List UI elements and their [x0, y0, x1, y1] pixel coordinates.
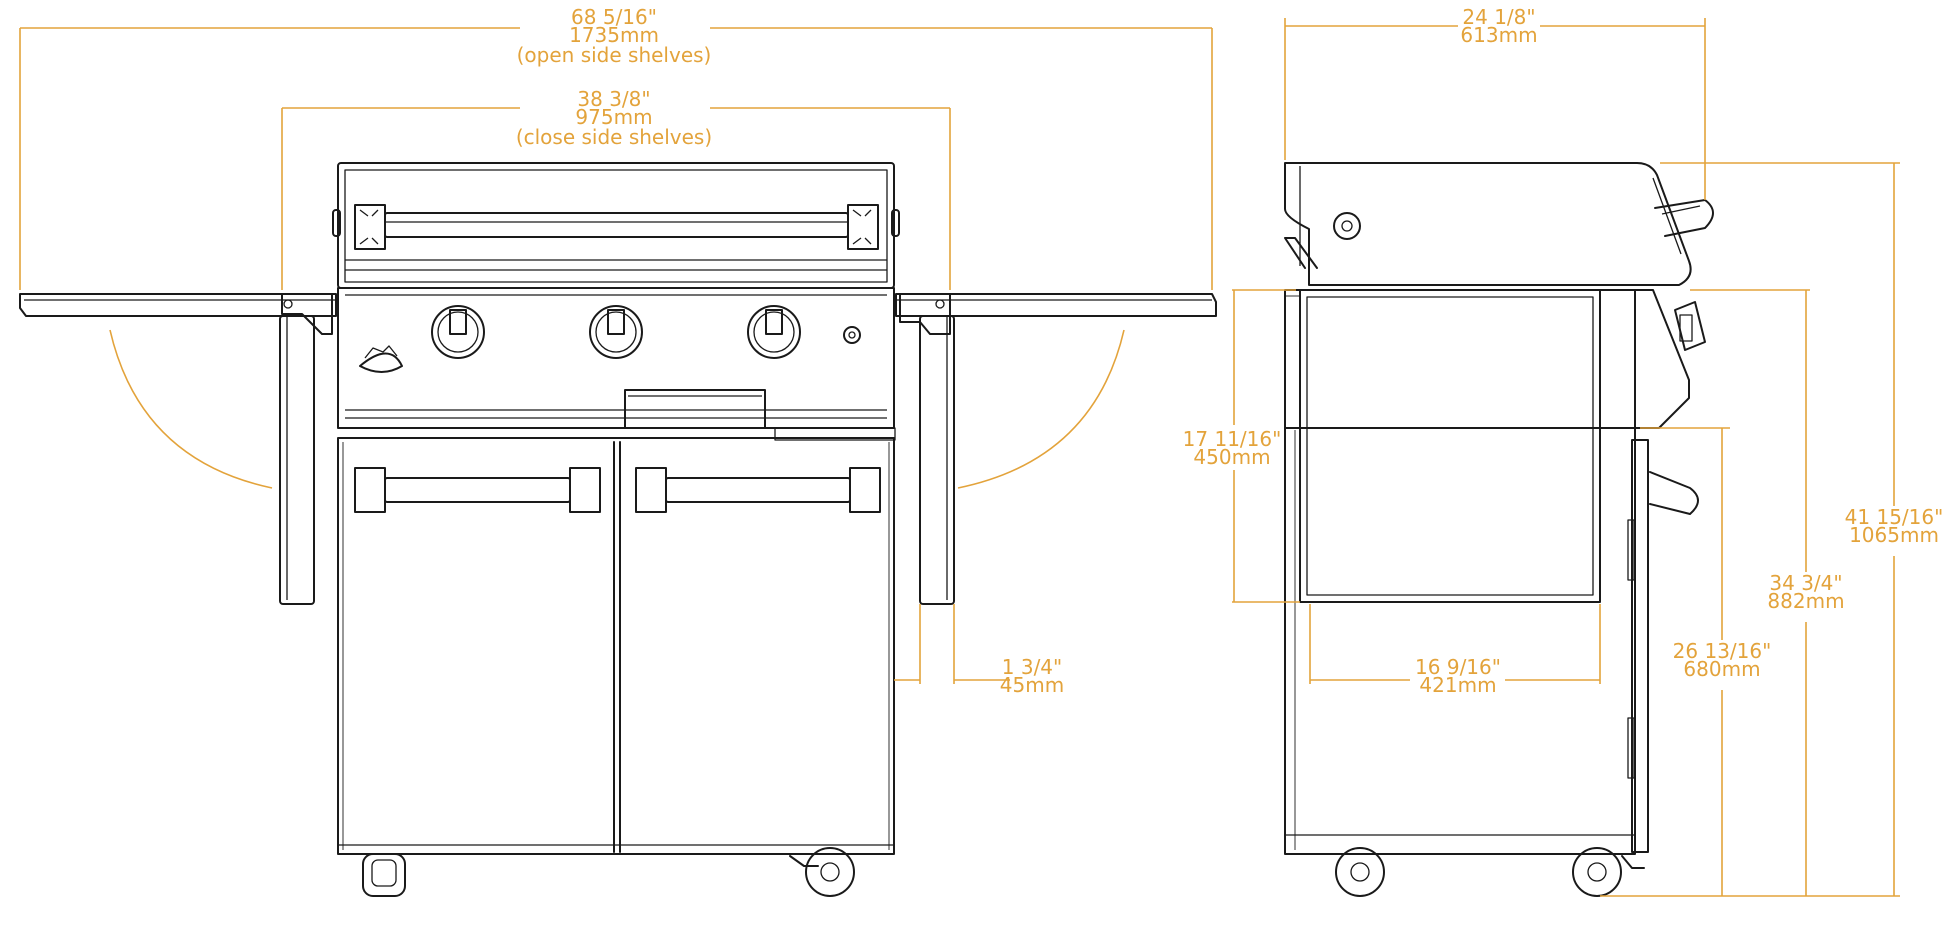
svg-text:680mm: 680mm — [1683, 657, 1760, 681]
cart-body — [337, 427, 896, 855]
svg-text:1065mm: 1065mm — [1849, 523, 1939, 547]
knob — [747, 305, 801, 359]
svg-text:34 3/4": 34 3/4" — [1769, 571, 1842, 595]
lid — [332, 162, 900, 289]
lid-handle — [354, 204, 879, 250]
svg-text:(open side shelves): (open side shelves) — [517, 43, 712, 67]
control-knobs — [431, 305, 801, 359]
svg-text:38 3/8": 38 3/8" — [577, 87, 650, 111]
front-casters — [362, 847, 855, 897]
dim-shelf-height: 17 11/16" 450mm — [1183, 427, 1282, 469]
dimension-labels: 68 5/16" 1735mm (open side shelves) 38 3… — [516, 5, 1943, 697]
svg-text:450mm: 450mm — [1193, 445, 1270, 469]
svg-text:68 5/16": 68 5/16" — [571, 5, 657, 29]
cart-door-handles — [354, 467, 881, 513]
knob — [589, 305, 643, 359]
svg-text:(close side shelves): (close side shelves) — [516, 125, 712, 149]
dim-total-height: 41 15/16" 1065mm — [1845, 505, 1944, 547]
svg-text:882mm: 882mm — [1767, 589, 1844, 613]
svg-text:45mm: 45mm — [1000, 673, 1064, 697]
control-panel — [337, 287, 895, 429]
dim-open-width: 68 5/16" 1735mm (open side shelves) — [517, 5, 712, 67]
side-lid — [1284, 162, 1714, 286]
side-body — [1284, 289, 1706, 897]
knob — [431, 305, 485, 359]
left-side-shelf — [19, 293, 337, 605]
svg-text:421mm: 421mm — [1419, 673, 1496, 697]
dim-shelf-depth: 16 9/16" 421mm — [1415, 655, 1501, 697]
svg-text:24 1/8": 24 1/8" — [1462, 5, 1535, 29]
svg-text:975mm: 975mm — [575, 105, 652, 129]
side-view — [1284, 162, 1714, 897]
front-view — [19, 162, 1217, 897]
dimension-lines — [19, 18, 1900, 897]
dim-closed-width: 38 3/8" 975mm (close side shelves) — [516, 87, 712, 149]
svg-text:41 15/16": 41 15/16" — [1845, 505, 1944, 529]
dim-body-height: 26 13/16" 680mm — [1673, 639, 1772, 681]
svg-text:1 3/4": 1 3/4" — [1002, 655, 1062, 679]
right-side-shelf — [895, 293, 1217, 605]
svg-text:613mm: 613mm — [1460, 23, 1537, 47]
dim-depth: 24 1/8" 613mm — [1460, 5, 1537, 47]
svg-text:26 13/16": 26 13/16" — [1673, 639, 1772, 663]
dim-leg-width: 1 3/4" 45mm — [1000, 655, 1064, 697]
dim-cart-height: 34 3/4" 882mm — [1767, 571, 1844, 613]
svg-text:16 9/16": 16 9/16" — [1415, 655, 1501, 679]
svg-text:17 11/16": 17 11/16" — [1183, 427, 1282, 451]
svg-text:1735mm: 1735mm — [569, 23, 659, 47]
